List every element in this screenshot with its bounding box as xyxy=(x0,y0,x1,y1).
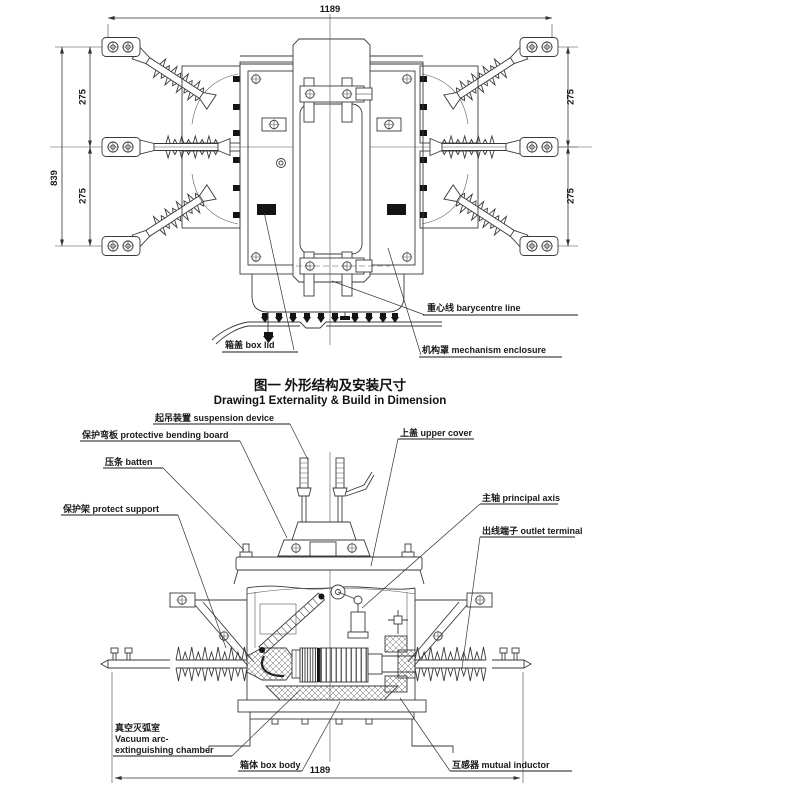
label-vacuum-chamber-en2: extinguishing chamber xyxy=(115,745,214,755)
upper-cover-plate xyxy=(233,543,425,585)
dim-phase-spacing-right-bottom: 275 xyxy=(566,187,577,204)
figure2-section-view: 1189 起吊装置 suspension device 保护弯板 protect… xyxy=(61,412,583,783)
central-mechanism-housing xyxy=(292,38,390,297)
coupling-right xyxy=(367,653,415,675)
box-body-outline xyxy=(246,585,416,700)
bushing-left xyxy=(100,646,301,682)
vacuum-interrupter xyxy=(299,647,369,683)
figure1-caption: 图一 外形结构及安装尺寸 Drawing1 Externality & Buil… xyxy=(214,377,447,407)
operating-spring xyxy=(258,592,326,678)
label-principal-axis: 主轴 principal axis xyxy=(482,492,560,503)
mechanism-enclosure-outline xyxy=(211,274,442,345)
insulator-top-right xyxy=(442,43,531,112)
figure1-caption-zh: 图一 外形结构及安装尺寸 xyxy=(254,377,407,393)
upper-bracket xyxy=(277,521,371,557)
insulator-bottom-right xyxy=(442,182,531,251)
box-bottom xyxy=(208,685,454,753)
figure1-dimensions: 1189 839 275 275 275 275 xyxy=(49,4,578,247)
label-vacuum-chamber-en1: Vacuum arc- xyxy=(115,734,169,744)
figure2-dimension: 1189 xyxy=(111,672,524,783)
label-suspension-device: 起吊装置 suspension device xyxy=(154,412,274,423)
label-mutual-inductor: 互感器 mutual inductor xyxy=(452,759,550,770)
label-protective-bending-board: 保护弯板 protective bending board xyxy=(81,429,229,440)
figure2-labels: 起吊装置 suspension device 保护弯板 protective b… xyxy=(61,412,583,772)
figure1-labels: 重心线 barycentre line 箱盖 box lid 机构罩 mecha… xyxy=(222,211,578,358)
dim-overall-width-top: 1189 xyxy=(320,4,341,15)
protect-support-left xyxy=(169,592,255,667)
label-outlet-terminal: 出线端子 outlet terminal xyxy=(482,525,583,536)
insulator-top-left xyxy=(129,43,218,112)
suspension-device xyxy=(296,457,375,523)
insulator-bottom-left xyxy=(129,182,218,251)
bushing-right xyxy=(397,646,532,682)
dim-phase-spacing-left-top: 275 xyxy=(78,88,89,105)
label-vacuum-chamber-zh: 真空灭弧室 xyxy=(115,722,160,733)
box-lid-bolts xyxy=(261,313,399,323)
protect-support-right xyxy=(407,592,493,667)
label-protect-support: 保护架 protect support xyxy=(62,503,159,514)
nameplate-left xyxy=(257,204,276,215)
label-box-lid: 箱盖 box lid xyxy=(225,339,275,350)
dim-phase-spacing-left-bottom: 275 xyxy=(78,187,89,204)
figure1-caption-en: Drawing1 Externality & Build in Dimensio… xyxy=(214,395,447,407)
label-mechanism-enclosure: 机构罩 mechanism enclosure xyxy=(422,344,546,355)
label-box-body: 箱体 box body xyxy=(240,759,301,770)
dim-figure2-overall-width: 1189 xyxy=(310,765,331,776)
figure1-plan-view: 1189 839 275 275 275 275 xyxy=(49,4,592,407)
label-barycentre-line: 重心线 barycentre line xyxy=(427,302,521,313)
principal-axis-crank xyxy=(330,584,369,639)
dim-overall-height: 839 xyxy=(49,170,60,186)
label-batten: 压条 batten xyxy=(105,456,153,467)
label-upper-cover: 上盖 upper cover xyxy=(400,427,473,438)
dim-phase-spacing-right-top: 275 xyxy=(566,88,577,105)
nameplate-right xyxy=(387,204,406,215)
